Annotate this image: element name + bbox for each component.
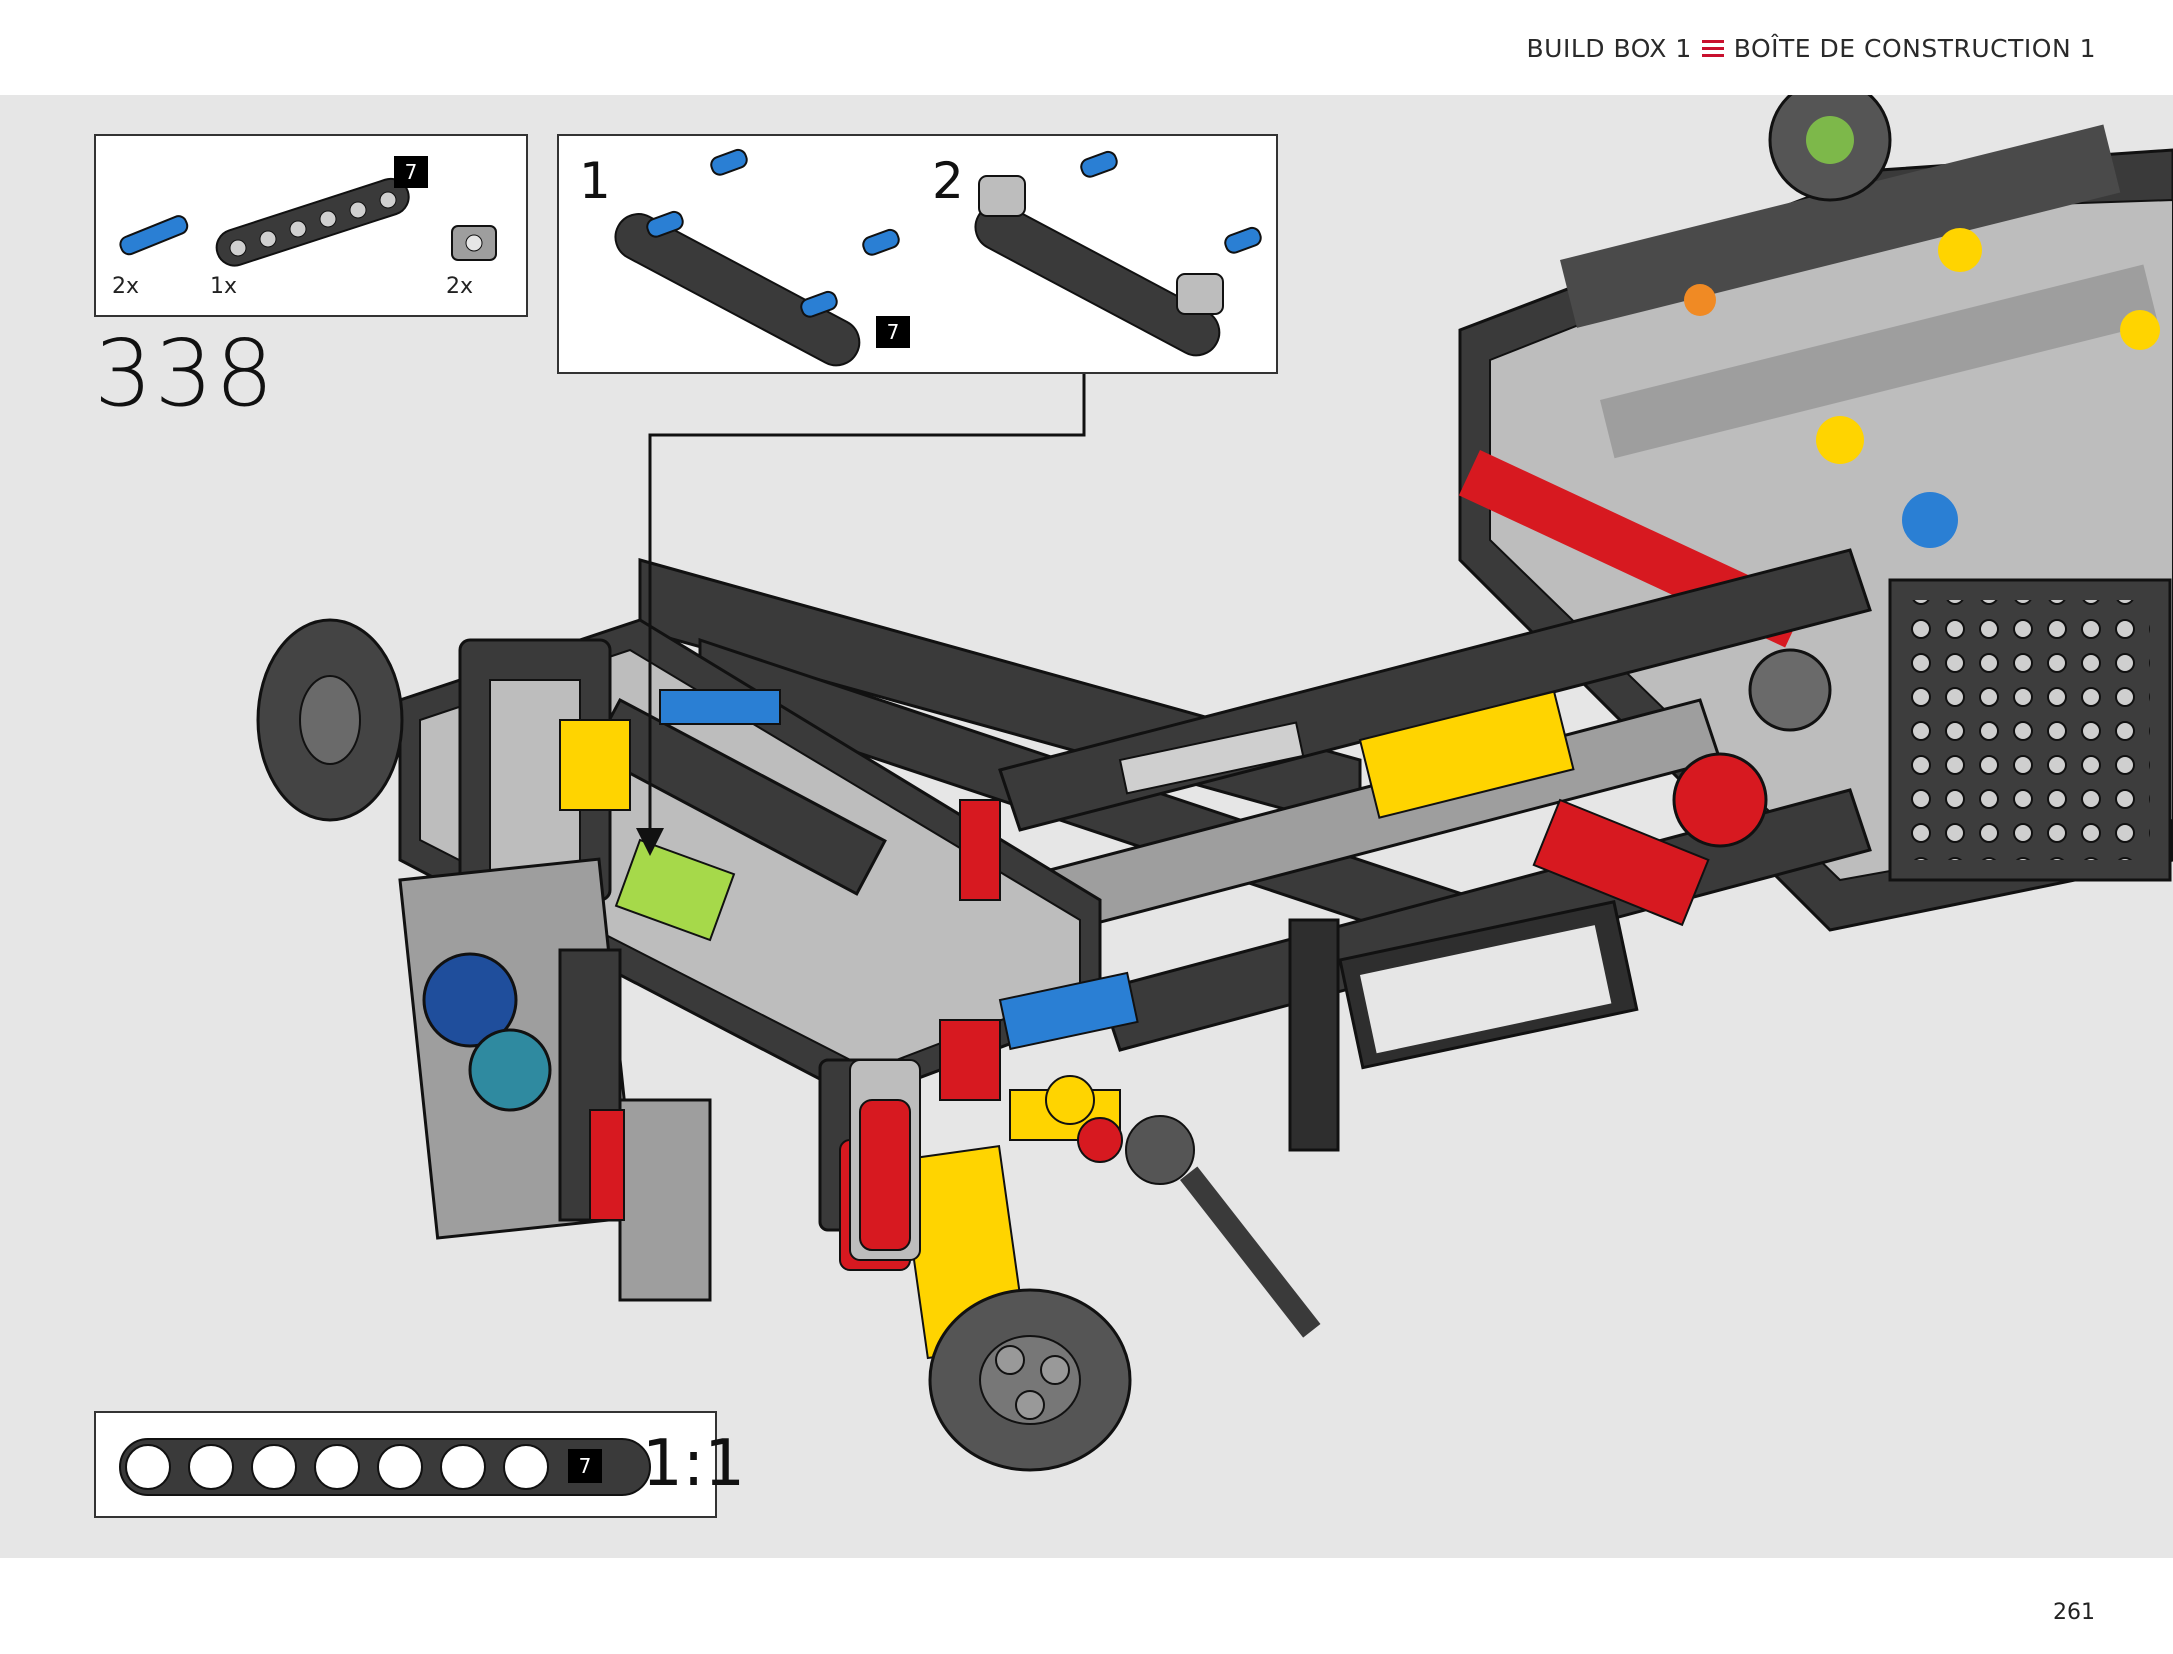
sub-step-2-model [974, 150, 1262, 357]
beam-quantity: 1x [210, 274, 238, 299]
build-box-en: BUILD BOX 1 [1526, 34, 1692, 63]
callout-arrow [636, 372, 1086, 856]
sub-step-1-model [614, 148, 900, 367]
long-beams [638, 548, 1872, 1152]
page-footer: 261 [0, 1558, 2173, 1654]
pin-quantity: 2x [112, 274, 140, 299]
sub-assembly-illustration [614, 148, 1262, 367]
scale-beam-illustration [119, 1438, 651, 1496]
black-beam-icon [215, 177, 410, 267]
beam-length-badge: 7 [394, 156, 428, 188]
chassis-illustration [256, 95, 2173, 1472]
connector-quantity: 2x [446, 274, 474, 299]
build-box-label: BUILD BOX 1 BOÎTE DE CONSTRUCTION 1 [1527, 34, 2096, 63]
scale-ratio: 1:1 [642, 1427, 745, 1501]
sub-step-2-label: 2 [932, 152, 964, 210]
scale-badge: 7 [568, 1449, 602, 1483]
sub-step-1-badge: 7 [876, 316, 910, 348]
grey-connector-icon [451, 225, 497, 261]
shock-absorber [849, 1059, 921, 1261]
sub-assembly-box: 1 2 7 [557, 134, 1278, 374]
parts-list-illustration [119, 177, 497, 267]
parts-list-box: 7 2x 1x 2x [94, 134, 528, 317]
divider-bars-icon [1701, 40, 1724, 57]
step-number: 338 [94, 320, 276, 427]
blue-pin-icon [119, 215, 189, 256]
build-box-fr: BOÎTE DE CONSTRUCTION 1 [1733, 34, 2096, 63]
scale-reference-box: 7 1:1 [94, 1411, 745, 1518]
brake-discs [256, 618, 1132, 1472]
sub-step-1-label: 1 [579, 152, 611, 210]
page-header: BUILD BOX 1 BOÎTE DE CONSTRUCTION 1 [0, 0, 2173, 95]
page-number: 261 [2053, 1600, 2095, 1625]
